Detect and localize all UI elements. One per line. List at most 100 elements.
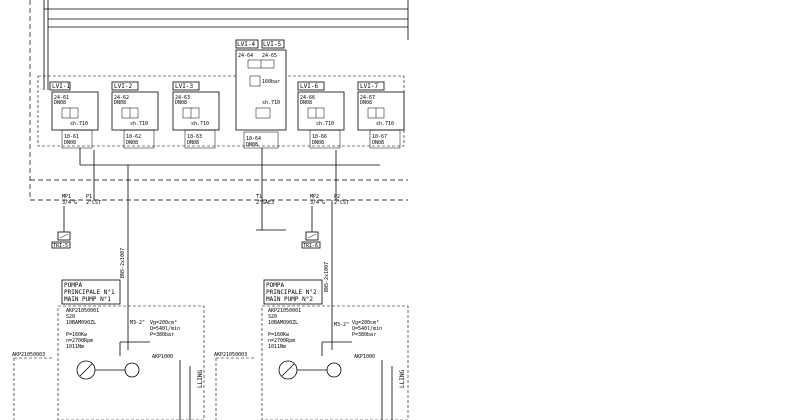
pump-flow-line3: P=380bar <box>150 332 174 338</box>
pump-spec-line3: 10BAM090ZL <box>268 320 298 326</box>
valve-lvi-3[interactable]: LVI-3 24-63 DN08 sh.710 10-63 DN08 <box>172 81 220 149</box>
valve-lvi-4-5-block[interactable]: LVI-4 LVI-5 24-64 24-65 160bar sh.710 10… <box>235 39 287 149</box>
valve-out: 10-67 <box>372 134 387 140</box>
pump-rating-line1: P=160Kw <box>66 332 88 338</box>
valve-lvi-1[interactable]: LVI-1 24-61 DN08 sh.710 10-61 DN08 <box>49 81 99 149</box>
port-p1-tag: P1 <box>86 194 92 200</box>
valve-ref: 24-63 <box>175 95 190 101</box>
valve-code: sh.710 <box>376 121 394 127</box>
valve-lvi-2[interactable]: LVI-2 24-62 DN08 sh.710 10-62 DN08 <box>111 81 159 149</box>
valve-out-sub: DN08 <box>187 140 199 146</box>
valve-bank: LVI-1 24-61 DN08 sh.710 10-61 DN08 LVI-2… <box>37 39 405 149</box>
valve-tag: LVI-5 <box>263 41 281 48</box>
port-mp1-tag: MP1 <box>62 194 71 200</box>
port-labels: MP1 3/4"G P1 2"CST T1 2"SAE3 MP2 3/4"G P… <box>62 194 349 206</box>
valve-code: sh.710 <box>130 121 148 127</box>
pump-2[interactable]: POMPA PRINCIPALE N°2 MAIN PUMP N°2 AKP21… <box>214 279 409 420</box>
pump-spec-line2: S20 <box>268 314 277 320</box>
pump-spec-line2: S20 <box>66 314 75 320</box>
pump-title-line2: PRINCIPALE N°1 <box>64 289 115 296</box>
gauge-tag: TRI-6 <box>303 243 318 249</box>
pump-icon <box>326 362 342 378</box>
pump-rating-line2: n=2700Rpm <box>66 338 93 344</box>
port-t1-tag: T1 <box>256 194 262 200</box>
valve-sub: DN08 <box>114 100 126 106</box>
valve-lvi-7[interactable]: LVI-7 24-67 DN08 sh.710 10-67 DN08 <box>357 81 405 149</box>
fitting-label: M3-2" <box>130 320 145 326</box>
pump-title-line3: MAIN PUMP N°2 <box>266 296 313 303</box>
valve-ref: 24-66 <box>300 95 315 101</box>
valve-out-sub: DN08 <box>312 140 324 146</box>
valve-sub: DN08 <box>175 100 187 106</box>
valve-ref: 24-65 <box>262 53 277 59</box>
valve-sub: DN08 <box>360 100 372 106</box>
pump-flow-line2: Q=540l/min <box>150 326 180 332</box>
valve-out-sub: DN08 <box>372 140 384 146</box>
gauge-tri-6[interactable]: TRI-6 <box>301 206 321 249</box>
cooling-label: LLING <box>399 370 406 388</box>
hose-label: BNS-2x1007 <box>324 262 330 292</box>
hose-1: BNS-2x1007 M3-2" <box>120 165 145 350</box>
relief-pressure: 160bar <box>262 79 280 85</box>
motor-tag: AKP21050003 <box>214 352 247 358</box>
side-tag: AKP1000 <box>152 354 173 360</box>
port-t1-size: 2"SAE3 <box>256 200 274 206</box>
hose-label: BNS-2x1007 <box>120 248 126 278</box>
valve-out: 10-61 <box>64 134 79 140</box>
cooling-label: LLING <box>197 370 204 388</box>
valve-out: 10-64 <box>246 136 261 142</box>
pump-rating-line2: n=2700Rpm <box>268 338 295 344</box>
pump-flow-line2: Q=540l/min <box>352 326 382 332</box>
pump-title-line1: POMPA <box>64 282 82 289</box>
top-bus-lines <box>29 0 409 201</box>
gauge-tag: TRI-5 <box>53 243 68 249</box>
port-mp1-size: 3/4"G <box>62 200 77 206</box>
pump-spec-line1: AKP21050001 <box>268 308 301 314</box>
valve-lvi-6[interactable]: LVI-6 24-66 DN08 sh.710 10-66 DN08 <box>297 81 345 149</box>
valve-out: 10-63 <box>187 134 202 140</box>
valve-out-sub: DN08 <box>126 140 138 146</box>
motor-tag: AKP21050003 <box>12 352 45 358</box>
gauge-tri-5[interactable]: TRI-5 <box>51 206 71 249</box>
valve-sub: DN08 <box>54 100 66 106</box>
valve-tag: LVI-2 <box>114 83 132 90</box>
valve-code: sh.710 <box>316 121 334 127</box>
pump-spec-line1: AKP21050001 <box>66 308 99 314</box>
hose-2: BNS-2x1007 M3-2" <box>324 200 349 350</box>
pump-title-line1: POMPA <box>266 282 284 289</box>
pump-1[interactable]: POMPA PRINCIPALE N°1 MAIN PUMP N°1 AKP21… <box>12 279 205 420</box>
pump-title-line3: MAIN PUMP N°1 <box>64 296 111 303</box>
valve-ref: 24-61 <box>54 95 69 101</box>
pump-title-line2: PRINCIPALE N°2 <box>266 289 317 296</box>
port-p2-size: 2"CST <box>334 200 349 206</box>
pump-flow-line1: Vg=200cm³ <box>150 320 177 326</box>
valve-code: sh.710 <box>191 121 209 127</box>
relief-code: sh.710 <box>262 100 280 106</box>
fitting-label: M3-2" <box>334 322 349 328</box>
pump-rating-line3: 1011Nm <box>268 344 286 350</box>
side-tag: AKP1000 <box>354 354 375 360</box>
pump-icon <box>124 362 140 378</box>
collector-lines <box>79 148 380 231</box>
valve-ref: 24-64 <box>238 53 253 59</box>
valve-tag: LVI-7 <box>360 83 378 90</box>
pump-flow-line1: Vg=200cm³ <box>352 320 379 326</box>
port-mp2-size: 3/4"G <box>310 200 325 206</box>
valve-out-sub: DN08 <box>64 140 76 146</box>
pump-rating-line1: P=160Kw <box>268 332 290 338</box>
valve-ref: 24-62 <box>114 95 129 101</box>
pump-spec-line3: 10BAM090ZL <box>66 320 96 326</box>
valve-out-sub: DN08 <box>246 142 258 148</box>
pump-rating-line3: 1011Nm <box>66 344 84 350</box>
port-p1-size: 2"CST <box>86 200 101 206</box>
valve-sub: DN08 <box>300 100 312 106</box>
valve-ref: 24-67 <box>360 95 375 101</box>
port-p2-tag: P2 <box>334 194 340 200</box>
pump-flow-line3: P=380bar <box>352 332 376 338</box>
valve-tag: LVI-3 <box>175 83 193 90</box>
valve-tag: LVI-4 <box>237 41 255 48</box>
valve-out: 10-66 <box>312 134 327 140</box>
valve-out: 10-62 <box>126 134 141 140</box>
valve-tag: LVI-6 <box>300 83 318 90</box>
